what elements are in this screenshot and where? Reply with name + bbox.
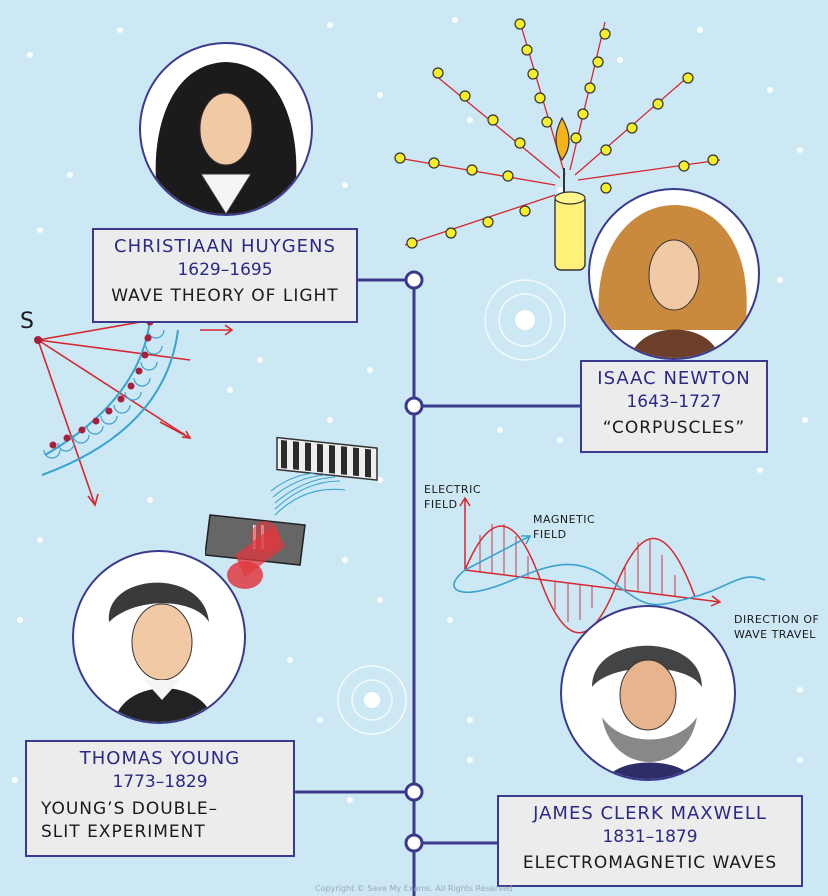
maxwell-contribution: ELECTROMAGNETIC WAVES <box>522 853 778 873</box>
timeline-node-maxwell <box>404 833 424 853</box>
young-name: THOMAS YOUNG <box>79 748 241 769</box>
source-label: S <box>20 309 34 334</box>
magnetic-field-label: MAGNETIC FIELD <box>533 513 596 541</box>
young-card: THOMAS YOUNG 1773–1829 YOUNG’S DOUBLE–SL… <box>25 740 295 857</box>
young-face-illustration <box>108 582 214 722</box>
maxwell-face-illustration <box>592 645 702 779</box>
newton-contribution: “CORPUSCLES” <box>602 418 746 438</box>
em-wave-diagram <box>453 496 766 634</box>
newton-portrait <box>588 188 760 360</box>
huygens-face-illustration <box>155 62 297 214</box>
electric-field-label: ELECTRIC FIELD <box>424 483 481 511</box>
direction-label: DIRECTION OF WAVE TRAVEL <box>734 613 820 641</box>
newton-years: 1643–1727 <box>626 392 722 412</box>
source-point <box>34 336 42 344</box>
newton-card: ISAAC NEWTON 1643–1727 “CORPUSCLES” <box>580 360 768 453</box>
newton-face-illustration <box>598 205 747 358</box>
timeline-node-young <box>404 782 424 802</box>
newton-name: ISAAC NEWTON <box>597 368 751 389</box>
huygens-card: CHRISTIAAN HUYGENS 1629–1695 WAVE THEORY… <box>92 228 358 323</box>
copyright-footer: Copyright © Save My Exams. All Rights Re… <box>315 884 513 893</box>
maxwell-portrait <box>560 605 736 781</box>
maxwell-years: 1831–1879 <box>602 827 698 847</box>
maxwell-card: JAMES CLERK MAXWELL 1831–1879 ELECTROMAG… <box>497 795 803 887</box>
candle-icon <box>554 116 586 271</box>
timeline-node-newton <box>404 396 424 416</box>
huygens-years: 1629–1695 <box>177 260 273 280</box>
corpuscles-burst-diagram <box>394 18 721 271</box>
huygens-contribution: WAVE THEORY OF LIGHT <box>111 286 339 306</box>
young-years: 1773–1829 <box>112 772 208 792</box>
maxwell-name: JAMES CLERK MAXWELL <box>533 803 767 824</box>
huygens-name: CHRISTIAAN HUYGENS <box>114 236 336 257</box>
double-slit-apparatus <box>205 436 378 589</box>
timeline-node-huygens <box>404 270 424 290</box>
huygens-portrait <box>139 42 313 216</box>
young-contribution: YOUNG’S DOUBLE–SLIT EXPERIMENT <box>41 799 219 842</box>
young-portrait <box>72 550 246 724</box>
